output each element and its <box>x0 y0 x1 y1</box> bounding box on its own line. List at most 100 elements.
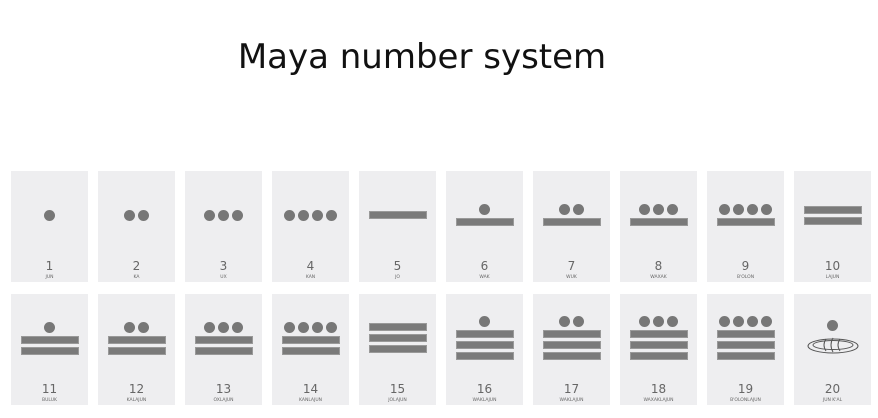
maya-glyph <box>620 294 697 382</box>
dot-icon <box>312 321 323 333</box>
number-value: 6 <box>480 259 489 273</box>
number-name: BULUK <box>42 398 57 403</box>
dot-icon <box>639 204 650 215</box>
dot-icon <box>559 204 570 215</box>
number-value: 3 <box>219 259 228 273</box>
maya-glyph <box>707 171 784 259</box>
dot-icon <box>204 321 215 333</box>
bar-icon <box>716 330 775 338</box>
bar-icon <box>716 341 775 349</box>
dot-icon <box>639 316 650 327</box>
bar-icon <box>107 335 166 344</box>
dot-icon <box>232 209 243 221</box>
number-value: 1 <box>45 259 54 273</box>
maya-glyph <box>98 171 175 259</box>
maya-glyph <box>620 171 697 259</box>
number-name: B'OLON <box>736 275 755 280</box>
dots-row <box>124 321 149 333</box>
dot-icon <box>761 316 772 327</box>
bar-icon <box>194 346 253 355</box>
bar-icon <box>368 345 427 353</box>
dot-icon <box>124 321 135 333</box>
number-value: 15 <box>389 382 406 396</box>
number-name: WAK <box>479 275 490 280</box>
number-name: UX <box>220 275 227 280</box>
dots-row <box>639 204 678 215</box>
maya-glyph <box>446 294 523 382</box>
dot-icon <box>218 209 229 221</box>
dots-row <box>827 320 838 331</box>
number-value: 12 <box>128 382 145 396</box>
dots-row <box>44 209 55 221</box>
dot-icon <box>761 204 772 215</box>
dot-icon <box>733 316 744 327</box>
number-value: 9 <box>741 259 750 273</box>
bar-icon <box>455 218 514 226</box>
number-name: JUN <box>45 275 54 280</box>
dot-icon <box>667 316 678 327</box>
dot-icon <box>479 316 490 327</box>
number-name: KANLAJUN <box>299 398 322 403</box>
dots-row <box>559 204 584 215</box>
number-value: 2 <box>132 259 141 273</box>
maya-glyph <box>794 294 871 382</box>
number-value: 19 <box>737 382 754 396</box>
dot-icon <box>204 209 215 221</box>
bar-icon <box>716 352 775 360</box>
dots-row <box>204 209 243 221</box>
dot-icon <box>218 321 229 333</box>
dot-icon <box>573 316 584 327</box>
dot-icon <box>719 204 730 215</box>
number-name: B'OLONLAJUN <box>730 398 761 403</box>
number-name: WAKLAJUN <box>472 398 497 403</box>
number-name: OXLAJUN <box>213 398 234 403</box>
maya-glyph <box>185 171 262 259</box>
dots-row <box>479 204 490 215</box>
number-name: LAJUN <box>825 275 840 280</box>
maya-glyph <box>707 294 784 382</box>
maya-glyph <box>794 171 871 259</box>
bar-icon <box>803 205 862 214</box>
number-value: 20 <box>824 382 841 396</box>
number-name: KALAJUN <box>126 398 147 403</box>
dots-row <box>639 316 678 327</box>
dots-row <box>284 209 337 221</box>
number-name: KAN <box>305 275 316 280</box>
bar-icon <box>542 330 601 338</box>
dot-icon <box>284 321 295 333</box>
dot-icon <box>138 209 149 221</box>
dots-row <box>479 316 490 327</box>
bar-icon <box>107 346 166 355</box>
number-value: 10 <box>824 259 841 273</box>
dot-icon <box>747 204 758 215</box>
dots-row <box>44 321 55 333</box>
bar-icon <box>629 330 688 338</box>
bar-icon <box>368 323 427 331</box>
dots-row <box>124 209 149 221</box>
dot-icon <box>667 204 678 215</box>
maya-glyph <box>11 294 88 382</box>
bar-icon <box>542 341 601 349</box>
dot-icon <box>733 204 744 215</box>
number-value: 14 <box>302 382 319 396</box>
dot-icon <box>573 204 584 215</box>
dot-icon <box>326 209 337 221</box>
dot-icon <box>719 316 730 327</box>
number-name: WAXAK <box>650 275 667 280</box>
dots-row <box>719 316 772 327</box>
bar-icon <box>20 346 79 355</box>
